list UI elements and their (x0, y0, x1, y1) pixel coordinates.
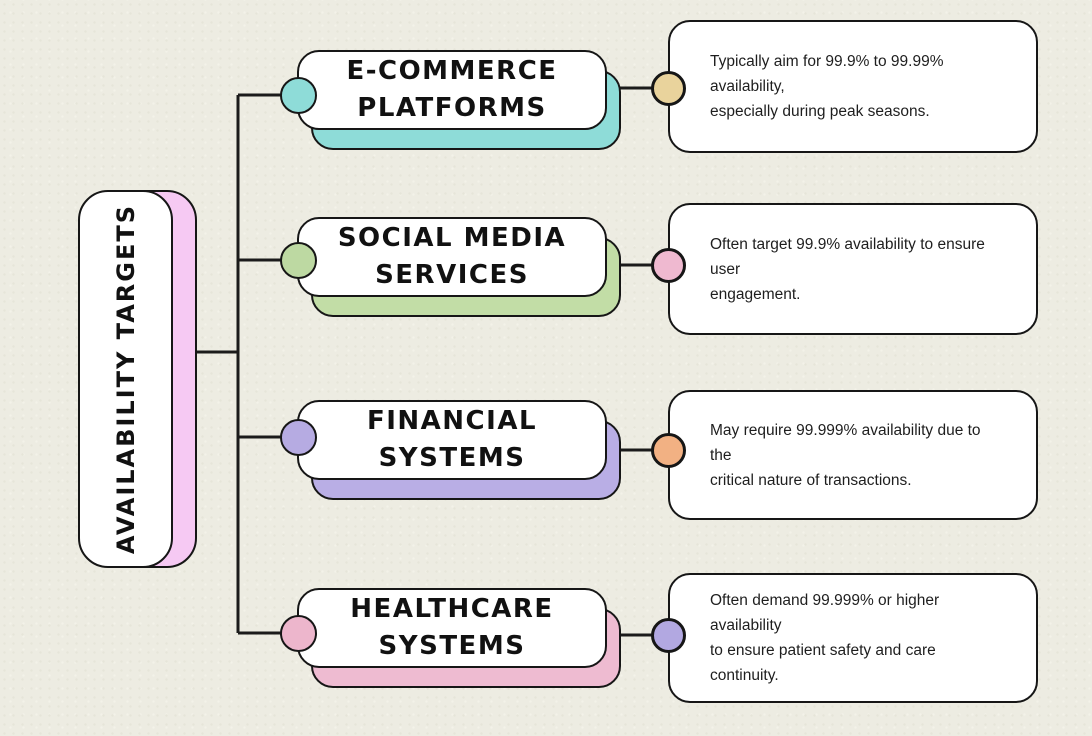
branch-title: FINANCIAL SYSTEMS (366, 406, 538, 473)
description-card-ecommerce[interactable]: Typically aim for 99.9% to 99.99% availa… (668, 20, 1038, 153)
description-connector-dot (651, 433, 686, 468)
description-card-healthcare[interactable]: Often demand 99.999% or higher availabil… (668, 573, 1038, 703)
description-text: May require 99.999% availability due to … (710, 421, 981, 489)
description-connector-dot (651, 618, 686, 653)
branch-title: HEALTHCARE SYSTEMS (350, 594, 554, 661)
branch-card-healthcare[interactable]: HEALTHCARE SYSTEMS (297, 588, 607, 668)
root-title: AVAILABILITY TARGETS (111, 203, 140, 555)
branch-connector-dot (280, 242, 317, 279)
description-text: Often target 99.9% availability to ensur… (710, 235, 985, 303)
description-card-social-media[interactable]: Often target 99.9% availability to ensur… (668, 203, 1038, 335)
branch-connector-dot (280, 615, 317, 652)
root-card[interactable]: AVAILABILITY TARGETS (78, 190, 173, 568)
branch-connector-dot (280, 77, 317, 114)
description-card-financial[interactable]: May require 99.999% availability due to … (668, 390, 1038, 520)
branch-card-financial[interactable]: FINANCIAL SYSTEMS (297, 400, 607, 480)
description-connector-dot (651, 71, 686, 106)
description-connector-dot (651, 248, 686, 283)
branch-card-ecommerce[interactable]: E-COMMERCE PLATFORMS (297, 50, 607, 130)
branch-title: SOCIAL MEDIA SERVICES (337, 223, 567, 290)
description-text: Typically aim for 99.9% to 99.99% availa… (710, 53, 944, 120)
branch-title: E-COMMERCE PLATFORMS (346, 56, 558, 123)
connector-line-group (196, 86, 668, 637)
branch-card-social-media[interactable]: SOCIAL MEDIA SERVICES (297, 217, 607, 297)
description-text: Often demand 99.999% or higher availabil… (710, 592, 940, 684)
branch-connector-dot (280, 419, 317, 456)
